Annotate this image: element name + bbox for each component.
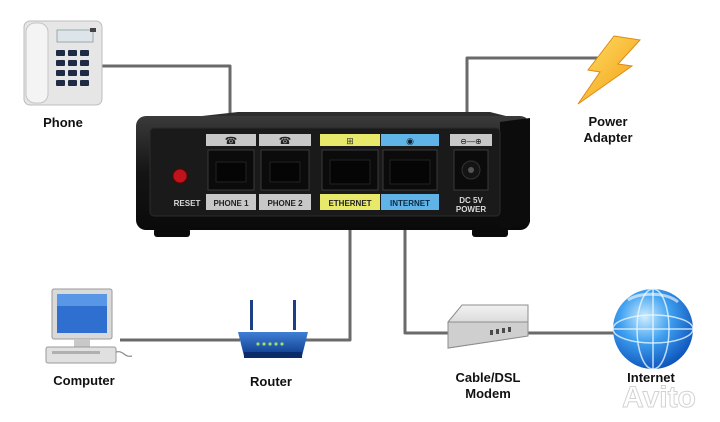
power-label-line2: POWER <box>456 205 486 214</box>
modem-icon <box>447 304 529 349</box>
reset-button <box>172 168 188 184</box>
internet-globe-icon <box>612 288 694 370</box>
router-icon <box>238 300 308 358</box>
router-caption: Router <box>250 374 292 389</box>
power-adapter-caption-line1: Power <box>588 114 628 129</box>
computer-icon <box>45 288 133 364</box>
modem-caption-line1: Cable/DSL <box>455 370 521 385</box>
internet-caption: Internet <box>627 370 675 385</box>
phone1-label: PHONE 1 <box>213 199 249 208</box>
internet-port-icon: ◉ <box>406 136 414 146</box>
power-label-line1: DC 5V <box>459 196 483 205</box>
power-bolt-icon <box>577 35 642 105</box>
ethernet-label: ETHERNET <box>328 199 371 208</box>
phone1-port-icon: ☎ <box>225 136 237 147</box>
dc-polarity-icon: ⊖—⊕ <box>460 137 481 146</box>
phone2-label: PHONE 2 <box>267 199 303 208</box>
phone2-port-icon: ☎ <box>279 136 291 147</box>
phone-caption: Phone <box>43 115 83 130</box>
power-adapter-caption-line2: Adapter <box>583 130 633 145</box>
phone-icon <box>23 20 103 106</box>
ethernet-port-icon: ⊞ <box>346 136 354 146</box>
voip-adapter-device: ☎ ☎ ⊞ ◉ ⊖—⊕ R <box>136 112 530 237</box>
avito-watermark: Avito <box>622 381 697 415</box>
computer-caption: Computer <box>53 373 115 388</box>
modem-caption-line2: Modem <box>465 386 511 401</box>
reset-label: RESET <box>174 199 201 208</box>
internet-label: INTERNET <box>390 199 430 208</box>
